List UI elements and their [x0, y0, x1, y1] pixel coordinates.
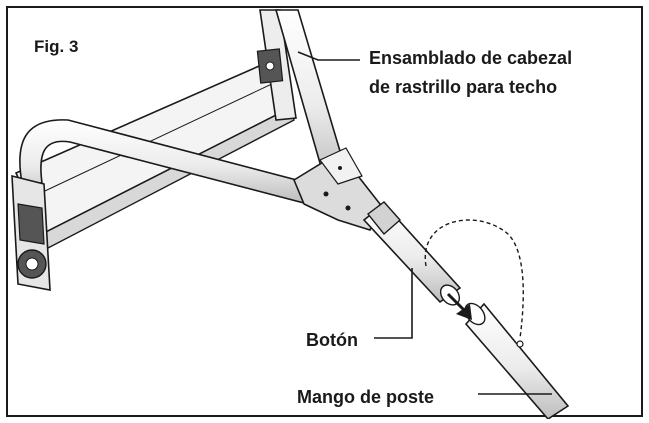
head-assembly-label-line2: de rastrillo para techo	[369, 77, 558, 97]
alignment-arc	[424, 219, 524, 339]
figure-number: Fig. 3	[34, 37, 79, 56]
rake-assembly-drawing	[11, 9, 570, 419]
pole-handle-tube	[464, 302, 570, 419]
head-assembly-leader	[297, 51, 360, 61]
left-end-plate	[11, 174, 51, 291]
frame-upright	[256, 9, 297, 121]
button-label: Botón	[306, 330, 358, 350]
pole-handle-label: Mango de poste	[297, 387, 435, 407]
lower-tube	[362, 201, 462, 306]
figure-frame: Fig. 3 Ensamblado de cabezal de rastrill…	[6, 6, 643, 419]
head-assembly-label-line1: Ensamblado de cabezal	[369, 48, 573, 68]
arrow-icon	[446, 292, 472, 320]
button-leader	[374, 268, 413, 339]
